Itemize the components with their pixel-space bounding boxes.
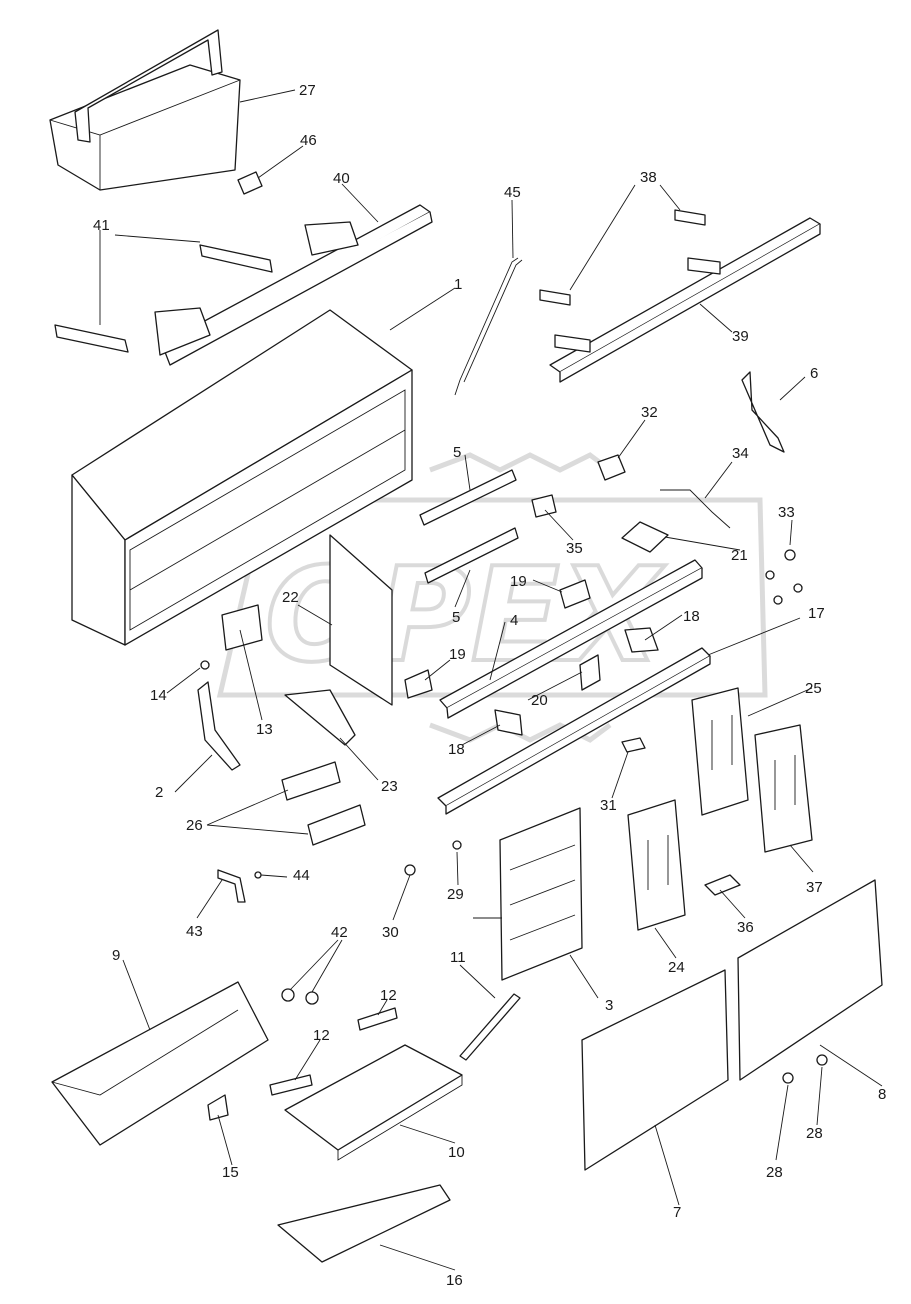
part-4-long-bar [439, 559, 703, 719]
callout-13: 13 [256, 721, 273, 738]
callout-20: 20 [531, 692, 548, 709]
callout-32: 32 [641, 404, 658, 421]
callout-33: 33 [778, 504, 795, 521]
part-27-tool-tray [49, 29, 241, 191]
part-10-tray [284, 1044, 463, 1161]
callout-7: 7 [673, 1204, 681, 1221]
callout-41: 41 [93, 217, 110, 234]
callout-18b: 18 [448, 741, 465, 758]
callout-17: 17 [808, 605, 825, 622]
callout-39: 39 [732, 328, 749, 345]
callout-28a: 28 [766, 1164, 783, 1181]
callout-29: 29 [447, 886, 464, 903]
part-39-bar [549, 217, 821, 383]
part-19-brackets [404, 579, 591, 699]
part-25-panel [691, 687, 749, 816]
callout-10: 10 [448, 1144, 465, 1161]
parts [49, 29, 883, 1263]
part-41-handles [54, 244, 273, 353]
callout-4: 4 [510, 612, 518, 629]
callout-14: 14 [150, 687, 167, 704]
callout-27: 27 [299, 82, 316, 99]
callout-8: 8 [878, 1086, 886, 1103]
callout-42: 42 [331, 924, 348, 941]
callout-5b: 5 [452, 609, 460, 626]
callout-11: 11 [450, 949, 466, 966]
part-1-cabinet [71, 309, 413, 646]
part-11-rod [459, 993, 521, 1061]
part-28-knobs [782, 1054, 828, 1084]
part-36-plate [704, 874, 741, 896]
callout-25: 25 [805, 680, 822, 697]
part-46-pin [237, 171, 263, 195]
callout-15: 15 [222, 1164, 239, 1181]
callout-21: 21 [731, 547, 748, 564]
callout-9: 9 [112, 947, 120, 964]
part-31-clip [621, 737, 646, 753]
part-14-bolt [200, 660, 210, 670]
part-35-relay [531, 494, 557, 518]
callout-36: 36 [737, 919, 754, 936]
callout-19a: 19 [510, 573, 527, 590]
leader-lines [99, 89, 883, 1271]
part-37-panel [754, 724, 813, 853]
callout-16: 16 [446, 1272, 463, 1289]
callout-22: 22 [282, 589, 299, 606]
part-8-door [737, 879, 883, 1081]
callout-37: 37 [806, 879, 823, 896]
callouts: 27 46 40 41 45 38 39 1 6 32 5 34 33 21 3… [93, 82, 886, 1289]
callout-38: 38 [640, 169, 657, 186]
part-16-bottom-bracket [277, 1184, 451, 1263]
callout-19b: 19 [449, 646, 466, 663]
callout-18a: 18 [683, 608, 700, 625]
callout-46: 46 [300, 132, 317, 149]
part-22-side-panel [329, 534, 393, 706]
callout-45: 45 [504, 184, 521, 201]
callout-12b: 12 [313, 1027, 330, 1044]
callout-44: 44 [293, 867, 310, 884]
callout-26: 26 [186, 817, 203, 834]
callout-43: 43 [186, 923, 203, 940]
part-33-nuts [765, 549, 803, 605]
callout-2: 2 [155, 784, 163, 801]
part-42-knobs [281, 988, 319, 1005]
part-23-tray [284, 689, 356, 746]
part-21-bracket [621, 521, 669, 553]
callout-1: 1 [454, 276, 462, 293]
part-24-panel [627, 799, 686, 931]
part-34-cable [660, 489, 731, 529]
part-45-rod [454, 257, 523, 396]
part-17-bar [437, 647, 711, 815]
callout-28b: 28 [806, 1125, 823, 1142]
part-3-terminal-rack [499, 807, 583, 981]
part-15-clip [207, 1094, 229, 1121]
callout-6: 6 [810, 365, 818, 382]
part-2-leg-bracket [197, 681, 241, 771]
part-43-44-small-parts [217, 869, 262, 903]
callout-34: 34 [732, 445, 749, 462]
part-32-module [597, 454, 626, 481]
part-12-terminal-strips [269, 1007, 398, 1096]
callout-12a: 12 [380, 987, 397, 1004]
part-7-door [581, 969, 729, 1171]
callout-24: 24 [668, 959, 685, 976]
callout-5a: 5 [453, 444, 461, 461]
part-40-handle-bar [154, 204, 433, 366]
callout-35: 35 [566, 540, 583, 557]
callout-23: 23 [381, 778, 398, 795]
callout-31: 31 [600, 797, 617, 814]
part-38-brackets [539, 209, 706, 306]
part-26-channels [281, 761, 366, 846]
part-9-control-panel [51, 981, 269, 1146]
callout-40: 40 [333, 170, 350, 187]
part-6-corner-bracket [741, 371, 785, 453]
part-5-rails [419, 469, 519, 584]
part-29-30-screws [404, 840, 462, 876]
part-18-20-brackets [494, 627, 659, 736]
callout-30: 30 [382, 924, 399, 941]
callout-3: 3 [605, 997, 613, 1014]
part-13-box [221, 604, 263, 651]
